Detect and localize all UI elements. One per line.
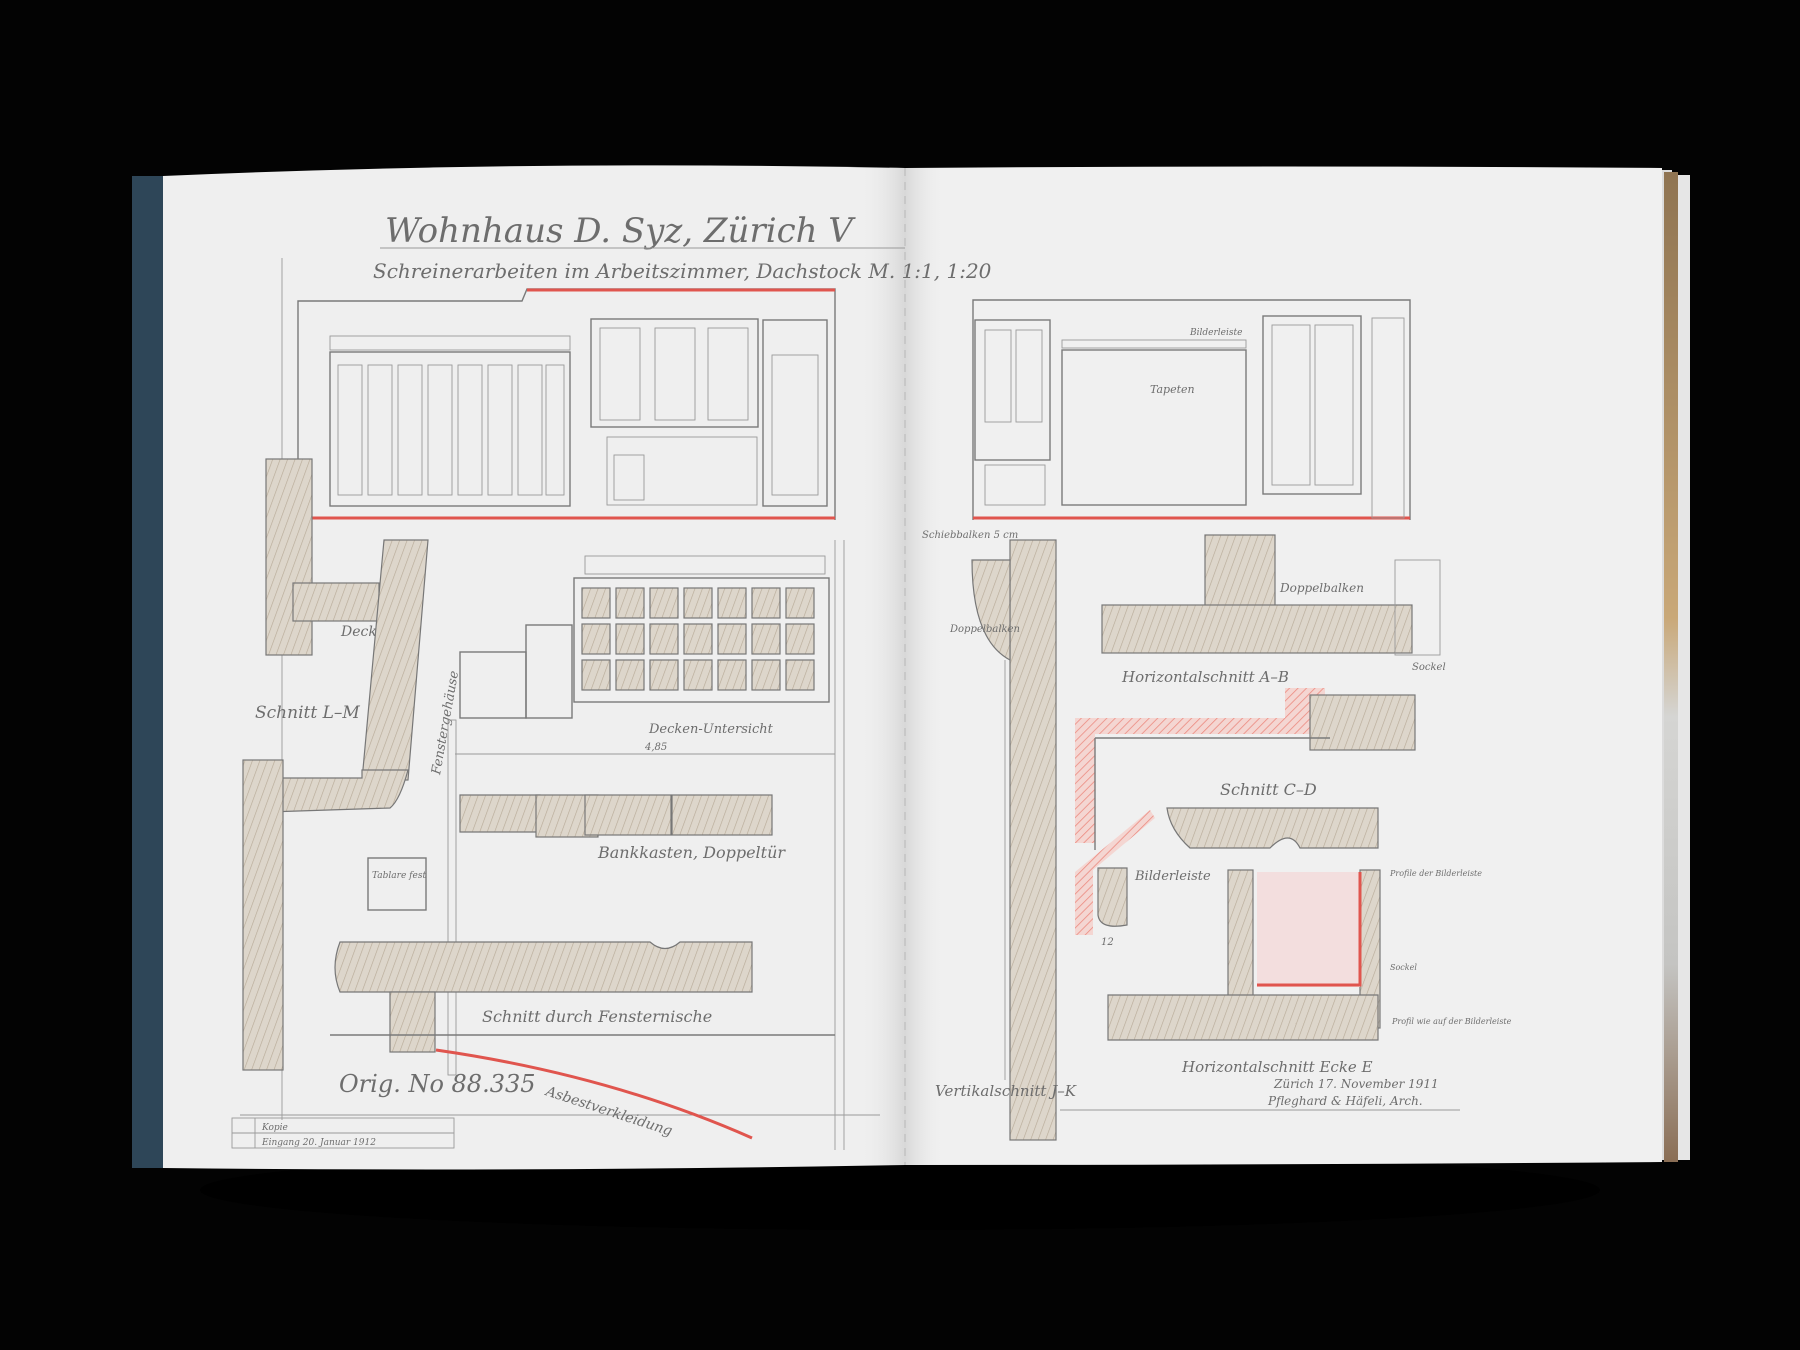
label-schnitt-fensternische: Schnitt durch Fensternische <box>482 1007 712 1026</box>
drawer-panel <box>581 659 611 691</box>
elevation-outline <box>297 288 836 520</box>
gutter-shadow-right <box>905 168 945 1165</box>
registry-stamp-table: Kopie Eingang 20. Januar 1912 <box>231 1117 455 1149</box>
book-cover-binding <box>132 176 166 1168</box>
drawer-panel <box>717 587 747 619</box>
note-profile: Profile der Bilderleiste <box>1389 869 1482 878</box>
joist-section <box>971 559 1011 661</box>
door-section <box>459 794 773 838</box>
pilaster <box>1371 317 1405 519</box>
window-frame-section <box>361 539 429 781</box>
red-diagonal-cladding <box>1075 810 1155 935</box>
window-elevation <box>974 319 1051 461</box>
corner-section-e <box>1107 869 1381 1041</box>
page-edge-color-strip <box>1664 172 1678 1162</box>
drawer-cabinet-grid <box>573 555 830 703</box>
label-doppelbalken: Doppelbalken <box>949 624 1020 635</box>
cabinet-doors <box>329 351 571 507</box>
drawer-panel <box>649 659 679 691</box>
label-tablare: Tablare fest <box>372 871 426 881</box>
book-shadow <box>200 1150 1600 1230</box>
wall-section <box>265 458 313 656</box>
label-schiebbalken: Schiebbalken 5 cm <box>922 530 1018 541</box>
tall-cabinet-panel <box>771 354 819 496</box>
picture-rail <box>1061 339 1247 349</box>
dimension-4-85: 4,85 <box>644 742 667 753</box>
label-tapeten: Tapeten <box>1150 383 1195 396</box>
drawer-panel <box>717 659 747 691</box>
drawer-panel <box>649 587 679 619</box>
bilderleiste-profile <box>1097 867 1128 927</box>
note-profil: Profil wie auf der Bilderleiste <box>1391 1017 1512 1026</box>
drawing-title: Wohnhaus D. Syz, Zürich V <box>385 211 856 251</box>
section-cd <box>1075 688 1416 850</box>
cornice-frieze <box>329 335 571 351</box>
drawer-panel <box>581 623 611 655</box>
page-edge-stack-outer <box>1678 175 1690 1160</box>
drawer-panel <box>615 659 645 691</box>
curtain-window <box>1262 315 1362 495</box>
tablare-box <box>367 857 427 911</box>
left-wall-line <box>447 719 457 1076</box>
window-bench-section <box>334 941 753 993</box>
label-schnitt-cd: Schnitt C–D <box>1220 780 1317 799</box>
stamp-row: Eingang 20. Januar 1912 <box>261 1138 376 1148</box>
bench-support-section <box>389 991 436 1053</box>
label-horizontalschnitt-ab: Horizontalschnitt A–B <box>1121 668 1289 686</box>
label-decke: Decke <box>340 624 385 640</box>
horizontal-section-ab <box>1101 534 1441 656</box>
label-vertikalschnitt-jk: Vertikalschnitt J–K <box>935 1082 1077 1100</box>
left-vertical-section <box>242 759 284 1071</box>
ceiling-beam-section <box>292 582 380 622</box>
label-decken-untersicht: Decken-Untersicht <box>648 722 774 737</box>
vertical-section-jk <box>1009 539 1057 1141</box>
drawer-panel <box>649 623 679 655</box>
drawer-panel <box>615 587 645 619</box>
elevation-right-wall: Tapeten Bilderleiste <box>972 299 1411 520</box>
drawer-panel <box>785 587 815 619</box>
left-page <box>163 165 905 1170</box>
asbestos-cladding-curve <box>435 1048 753 1140</box>
shelf-unit <box>525 624 573 719</box>
drawer-panel <box>717 623 747 655</box>
right-drawing: Tapeten Bilderleiste Schiebbalken 5 cm D… <box>922 299 1512 1141</box>
drawer-panel <box>785 623 815 655</box>
drawer-panel <box>751 659 781 691</box>
original-number: Orig. No 88.335 <box>339 1070 536 1098</box>
elevation-outline <box>972 299 1411 520</box>
dimension-12: 12 <box>1101 937 1114 948</box>
tall-cabinet <box>762 319 828 507</box>
drawer-panel <box>683 659 713 691</box>
drawer-panel <box>581 587 611 619</box>
drawer-panel <box>615 623 645 655</box>
drawer-panel <box>683 587 713 619</box>
wallpaper-panel <box>1061 349 1247 506</box>
drawing-date: Zürich 17. November 1911 <box>1273 1077 1439 1091</box>
drawer-panel <box>751 587 781 619</box>
label-bilderleiste: Bilderleiste <box>1134 869 1211 884</box>
label-bilderleiste-top: Bilderleiste <box>1189 328 1242 338</box>
drawing-subtitle: Schreinerarbeiten im Arbeitszimmer, Dach… <box>373 259 992 283</box>
label-schnitt-lm: Schnitt L–M <box>255 703 360 723</box>
architect-signature: Pfleghard & Häfeli, Arch. <box>1267 1094 1423 1108</box>
right-page <box>905 166 1662 1165</box>
stamp-row: Kopie <box>261 1123 288 1133</box>
drawer-panel <box>785 659 815 691</box>
drawer-panel <box>683 623 713 655</box>
label-horizontalschnitt-ecke-e: Horizontalschnitt Ecke E <box>1181 1058 1373 1076</box>
label-bankkasten-doppeltuer: Bankkasten, Doppeltür <box>597 843 786 862</box>
note-sockel: Sockel <box>1390 963 1417 972</box>
label-sockel: Sockel <box>1412 662 1446 673</box>
drawer-panel <box>751 623 781 655</box>
left-drawing: Wohnhaus D. Syz, Zürich V Schreinerarbei… <box>231 211 992 1150</box>
gutter-shadow-left <box>860 168 905 1165</box>
window-elevation <box>590 318 759 506</box>
label-doppelbalken-2: Doppelbalken <box>1279 581 1364 595</box>
cornice-profile <box>1166 807 1379 849</box>
elevation-arbeitszimmer <box>297 288 836 520</box>
